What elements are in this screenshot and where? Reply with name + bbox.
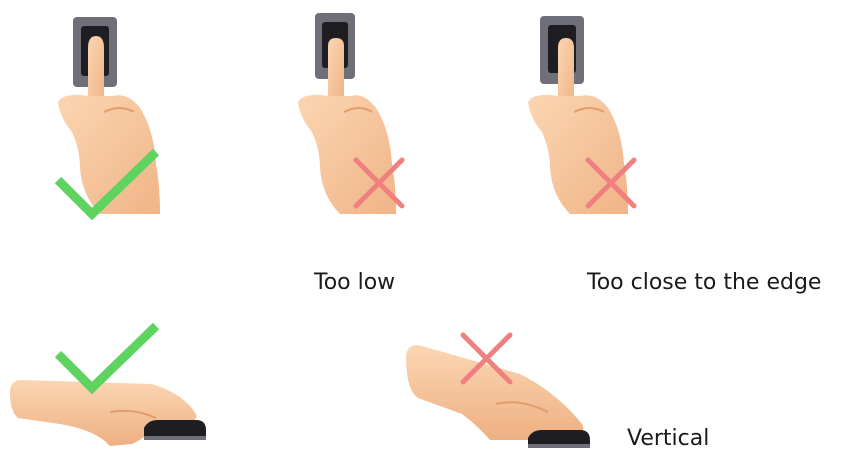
fingerprint-sensor-icon: [528, 430, 590, 448]
caption-too-low: Too low: [314, 272, 395, 294]
checkmark-icon: [58, 326, 156, 388]
panel-vertical: [406, 335, 590, 448]
fingerprint-sensor-icon: [144, 420, 206, 440]
panel-correct-side: [10, 326, 206, 446]
hand-illustration: [406, 345, 583, 440]
caption-too-close-to-edge: Too close to the edge: [587, 272, 821, 294]
panel-correct-top: [58, 17, 160, 214]
caption-vertical: Vertical: [627, 428, 709, 450]
panel-too-low: [298, 13, 402, 214]
panel-too-close-to-edge: [528, 16, 634, 214]
